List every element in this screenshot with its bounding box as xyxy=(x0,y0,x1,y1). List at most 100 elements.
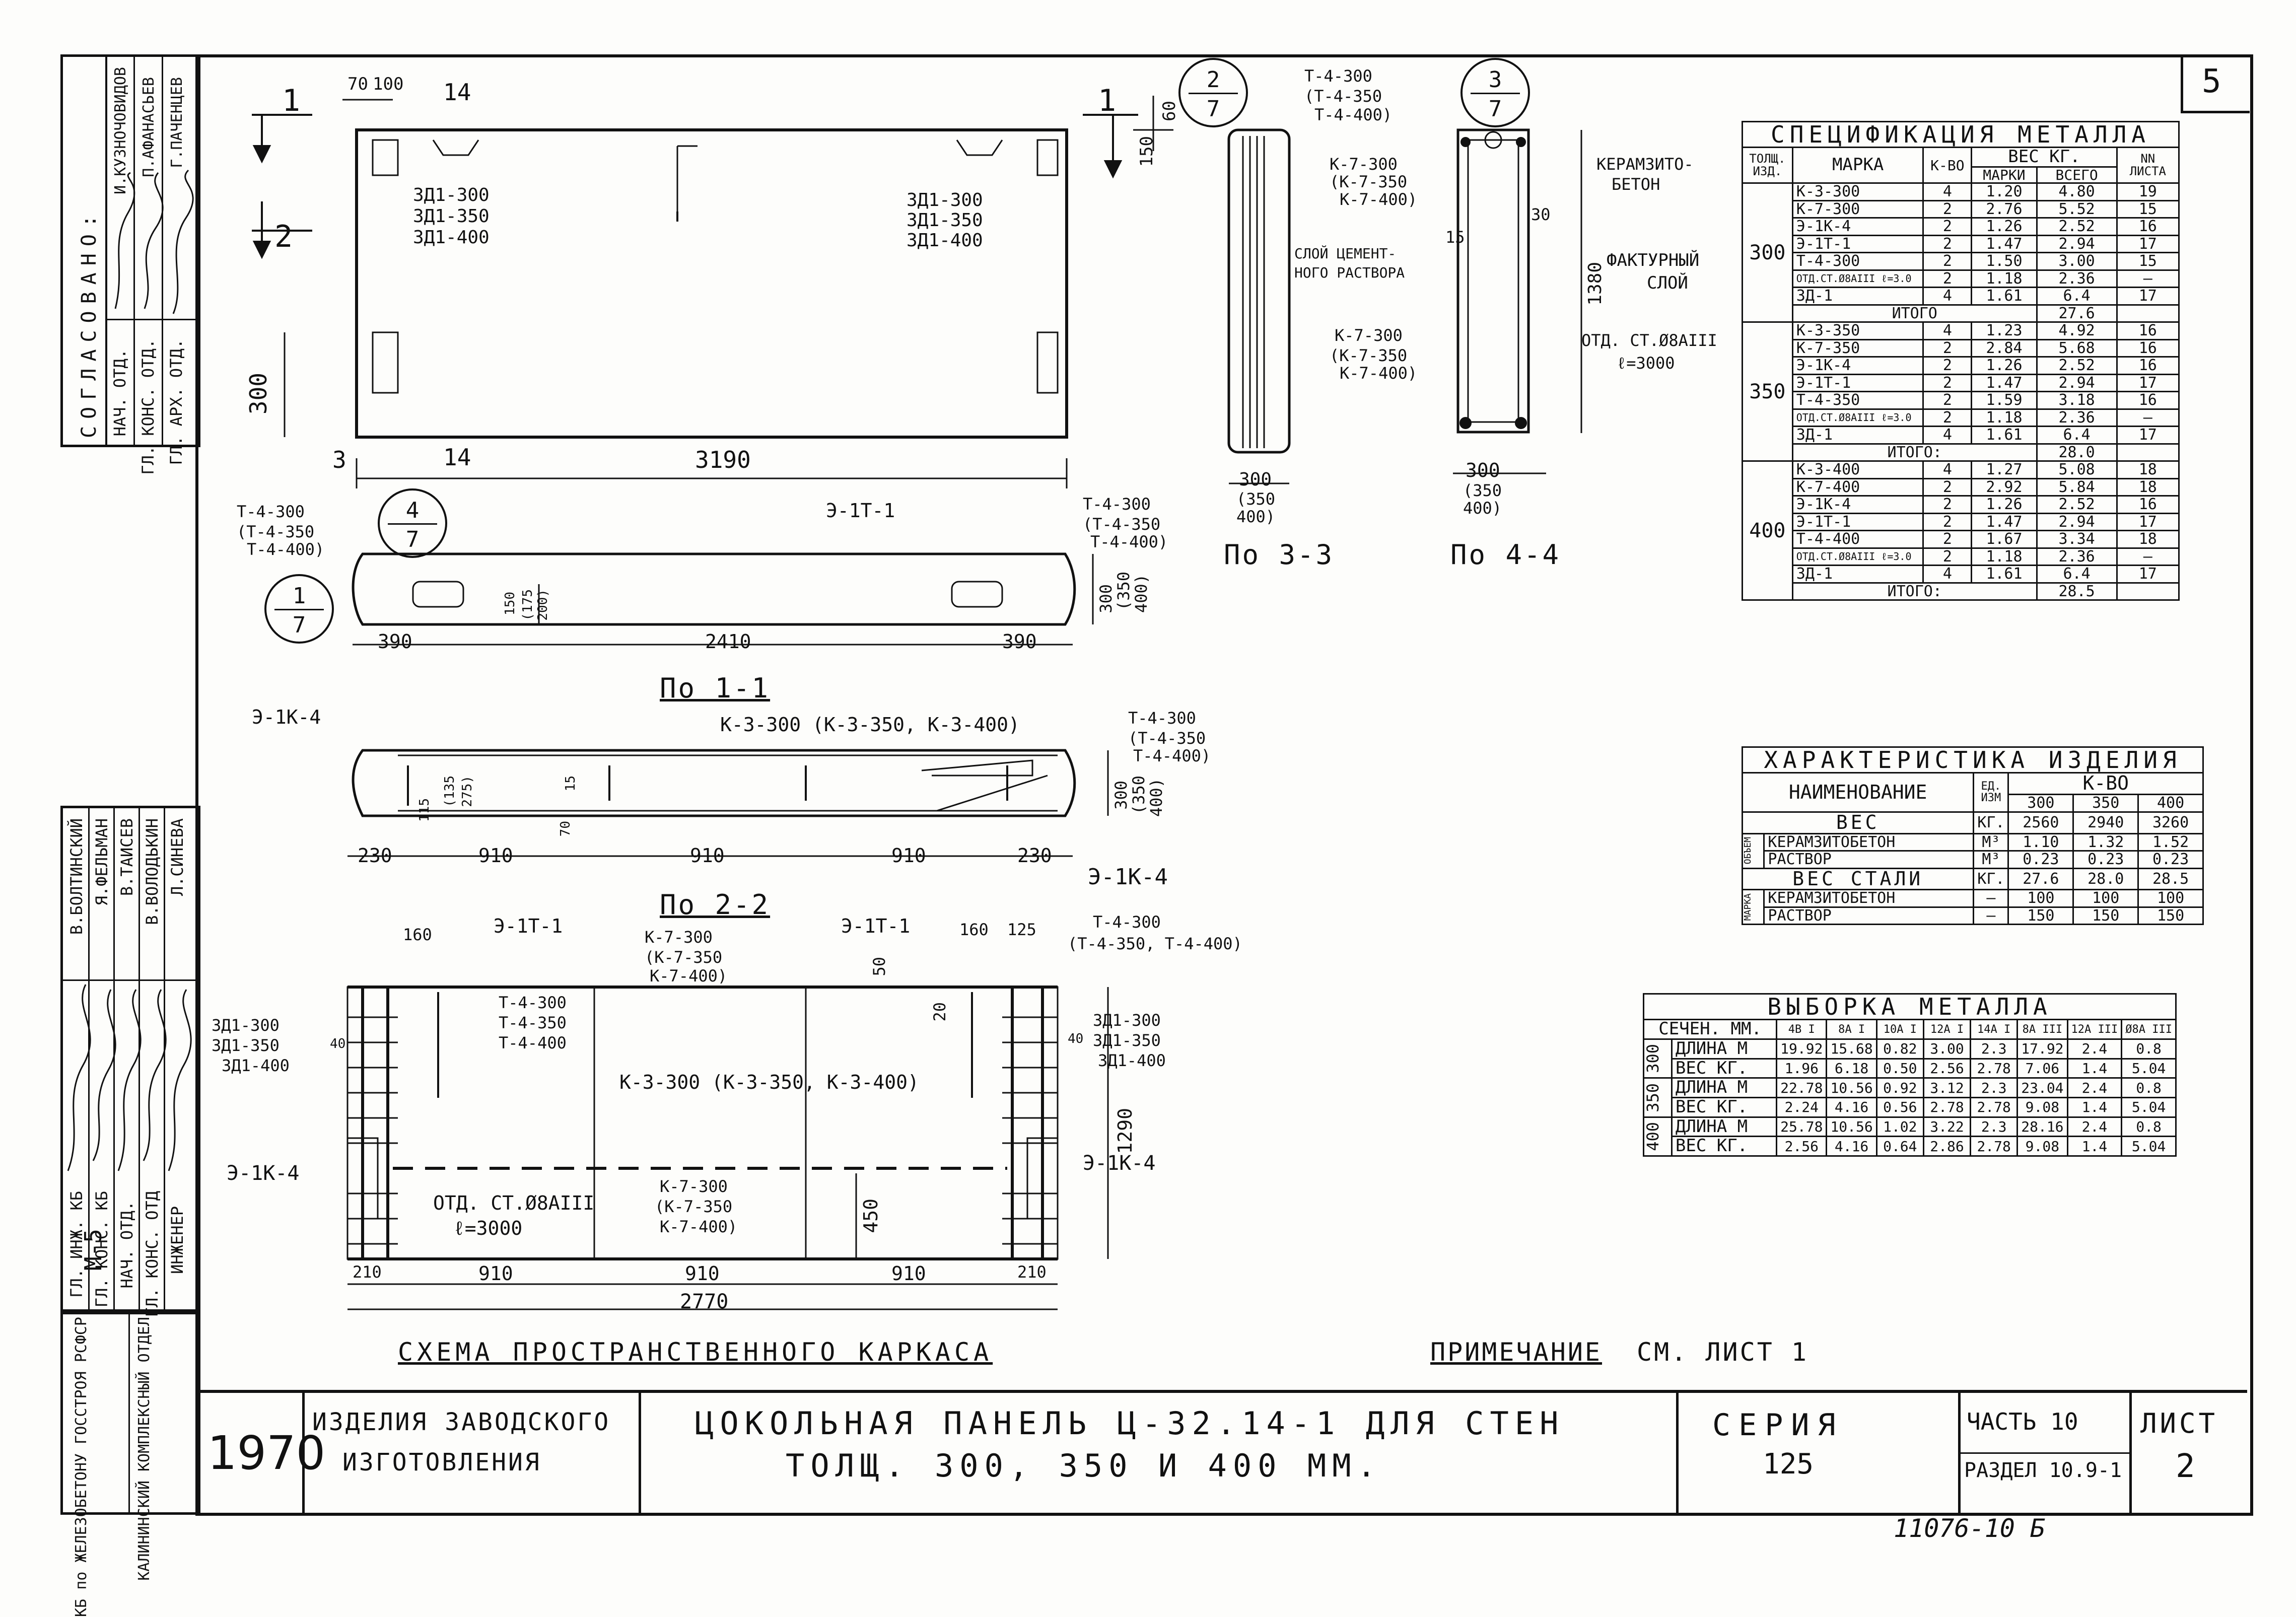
s22-dim-115: 115 xyxy=(417,798,432,822)
cage-bar-len: ℓ=3000 xyxy=(453,1217,523,1239)
vyborka-value: 2.24 xyxy=(1776,1097,1828,1118)
section-label: РАЗДЕЛ 10.9-1 xyxy=(1964,1459,2122,1482)
vyborka-thickness-label: 350 xyxy=(1643,1083,1662,1112)
s44-tag-top-3: К-7-400) xyxy=(1340,190,1418,209)
cage-k3: К-3-300 (К-3-350, К-3-400) xyxy=(619,1071,919,1093)
cage-dim-160-l: 160 xyxy=(403,925,432,944)
s22-dim-300: 300 xyxy=(1111,781,1131,810)
cage-k7b-2: (К-7-350 xyxy=(655,1197,733,1216)
vyborka-value: 2.78 xyxy=(1970,1097,2019,1118)
vyborka-value: 2.56 xyxy=(1776,1136,1828,1157)
spec-weight-per: 1.18 xyxy=(1971,547,2038,567)
spec-weight-total: 6.4 xyxy=(2036,287,2118,306)
spec-h-weight: ВЕС КГ. xyxy=(1971,147,2118,168)
character-group: МАРКА xyxy=(1741,889,1765,926)
elev-mark-left-2: ЗД1-350 xyxy=(413,206,490,227)
character-value: 100 xyxy=(2072,889,2139,908)
cage-dim-210-l: 210 xyxy=(353,1262,382,1282)
vyborka-col: Ø8А III xyxy=(2121,1019,2177,1040)
s44-bar-len: ℓ=3000 xyxy=(1617,354,1675,373)
cage-dim-125: 125 xyxy=(1007,920,1036,939)
staff-signatures xyxy=(67,984,192,1171)
spec-qty: 4 xyxy=(1922,182,1973,201)
vyborka-value: 15.68 xyxy=(1826,1038,1877,1060)
dim-3: 3 xyxy=(332,446,346,473)
spec-sheet: 17 xyxy=(2116,426,2180,445)
spec-weight-total: 5.68 xyxy=(2036,338,2118,358)
s22-dim-70: 70 xyxy=(558,821,573,837)
vyborka-value: 2.3 xyxy=(1970,1116,2019,1138)
spec-weight-per: 1.26 xyxy=(1971,495,2038,514)
spec-qty: 4 xyxy=(1922,321,1973,340)
character-value: 150 xyxy=(2072,906,2139,926)
vyborka-thickness: 300 xyxy=(1643,1038,1673,1079)
spec-weight-per: 1.61 xyxy=(1971,426,2038,445)
vyborka-value: 2.4 xyxy=(2066,1116,2123,1138)
vyborka-value: 3.12 xyxy=(1922,1077,1972,1099)
vyborka-value: 0.56 xyxy=(1875,1097,1924,1118)
vyborka-value: 1.4 xyxy=(2066,1136,2123,1157)
spec-weight-total: 6.4 xyxy=(2036,565,2118,584)
spec-weight-total: 2.36 xyxy=(2036,269,2118,289)
s11-dim-390-l: 390 xyxy=(378,630,412,653)
spec-qty: 2 xyxy=(1922,477,1973,497)
s22-tag-r-1: Т-4-300 xyxy=(1128,709,1196,728)
vyborka-value: 25.78 xyxy=(1776,1116,1828,1138)
spec-sheet: 18 xyxy=(2116,477,2180,497)
s44-dim-30: 30 xyxy=(1531,205,1551,224)
spec-mark: ОТД.СТ.Ø8АIII ℓ=3.0 xyxy=(1791,547,1924,567)
spec-weight-total: 6.4 xyxy=(2036,426,2118,445)
s44-mat-1b: БЕТОН xyxy=(1612,175,1660,194)
cage-k4-left: Э-1К-4 xyxy=(227,1162,300,1185)
spec-thickness: 350 xyxy=(1742,321,1793,462)
cage-dim-450: 450 xyxy=(860,1199,882,1233)
spec-total-value: 27.6 xyxy=(2036,304,2118,323)
s11-dim-200: 200) xyxy=(535,589,550,621)
vyborka-value: 3.22 xyxy=(1922,1116,1972,1138)
character-value: 1.52 xyxy=(2137,832,2204,852)
cage-k7-2: (К-7-350 xyxy=(645,948,723,967)
s11-dim-300: 300 xyxy=(1096,584,1116,613)
spec-sheet: 16 xyxy=(2116,217,2180,236)
s22-tag-r-2: (Т-4-350 xyxy=(1128,729,1206,748)
character-title: ХАРАКТЕРИСТИКА ИЗДЕЛИЯ xyxy=(1742,746,2204,774)
corner-number: 5 xyxy=(2202,63,2223,100)
cage-t4-2: (Т-4-350, Т-4-400) xyxy=(1068,934,1242,953)
elev-mark-right-3: ЗД1-400 xyxy=(907,230,983,251)
spec-weight-per: 1.47 xyxy=(1971,373,2038,393)
spec-weight-total: 2.36 xyxy=(2036,547,2118,567)
spec-sheet: 17 xyxy=(2116,287,2180,306)
s44-tag-top-1: К-7-300 xyxy=(1330,155,1398,174)
spec-weight-per: 2.76 xyxy=(1971,199,2038,219)
character-name: КЕРАМЗИТОБЕТОН xyxy=(1763,832,1975,852)
character-group: ОБЪЕМ xyxy=(1741,832,1765,869)
spec-mark: ОТД.СТ.Ø8АIII ℓ=3.0 xyxy=(1791,269,1924,289)
vyborka-value: 1.4 xyxy=(2066,1058,2123,1079)
spec-sheet: 17 xyxy=(2116,373,2180,393)
spec-weight-total: 2.94 xyxy=(2036,234,2118,254)
vyborka-value: 28.16 xyxy=(2016,1116,2068,1138)
spec-qty: 2 xyxy=(1922,234,1973,254)
spec-weight-per: 1.27 xyxy=(1971,460,2038,479)
s22-dim-230-l: 230 xyxy=(358,845,392,867)
spec-mark: Э-1К-4 xyxy=(1791,495,1924,514)
character-h-name: НАИМЕНОВАНИЕ xyxy=(1741,772,1975,813)
character-value: 3260 xyxy=(2137,811,2204,834)
vyborka-col: 14А I xyxy=(1970,1019,2019,1040)
character-col-350: 350 xyxy=(2072,794,2139,813)
spec-weight-per: 1.23 xyxy=(1971,321,2038,340)
s22-dim-910-2: 910 xyxy=(690,845,725,867)
